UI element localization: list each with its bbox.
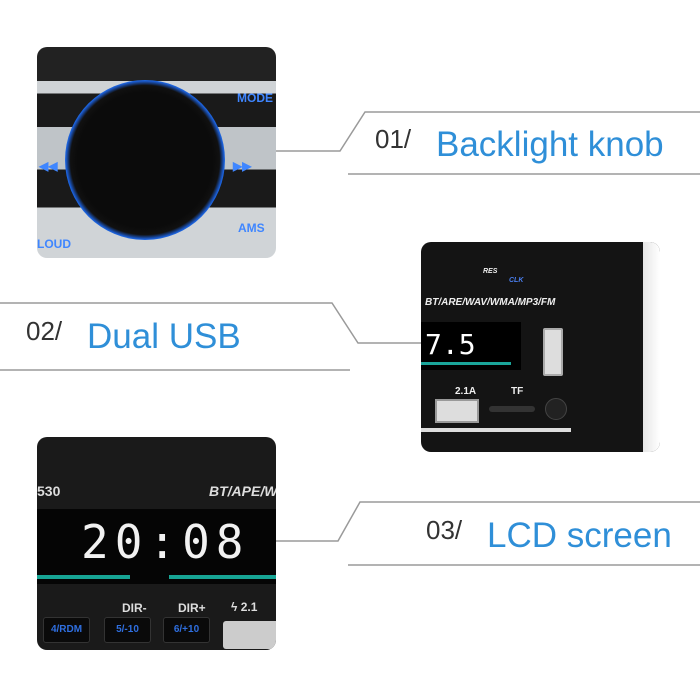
usb-port-horizontal[interactable] <box>435 399 479 423</box>
button-5-minus10[interactable]: 5/-10 <box>104 617 151 643</box>
mode-label: MODE <box>237 91 273 105</box>
display-value: 7.5 <box>425 328 476 361</box>
formats-label: BT/ARE/WAV/WMA/MP3/FM <box>425 297 556 308</box>
backlight-knob-photo: MODE AMS LOUD ◀◀ ▶▶ <box>37 47 276 258</box>
res-label: RES <box>483 268 498 275</box>
callout-line-01 <box>276 111 700 152</box>
feature-number-01: 01/ <box>375 124 412 154</box>
lcd-display: 20:08 <box>37 509 276 584</box>
prev-icon: ◀◀ <box>39 159 58 173</box>
feature-label-lcd-screen: LCD screen <box>487 516 672 555</box>
lcd-bar-left <box>37 575 130 579</box>
feature-label-dual-usb: Dual USB <box>87 317 241 356</box>
formats-label: BT/APE/W <box>209 483 276 499</box>
display: 7.5 <box>421 322 521 370</box>
tf-label: TF <box>511 386 524 397</box>
feature-number-03: 03/ <box>426 515 463 545</box>
usb-current-value: 2.1 <box>240 600 258 614</box>
usb-port-vertical[interactable] <box>543 328 563 376</box>
button-6-plus10[interactable]: 6/+10 <box>163 617 210 643</box>
side-bracket <box>643 242 660 452</box>
dir-plus-label: DIR+ <box>178 601 206 615</box>
loud-label: LOUD <box>37 237 71 251</box>
dir-minus-label: DIR- <box>122 601 147 615</box>
display-bar <box>421 362 511 365</box>
lightning-icon: ϟ <box>231 600 238 614</box>
next-icon: ▶▶ <box>233 159 252 173</box>
lcd-screen-photo: 530 BT/APE/W 20:08 DIR- DIR+ 4/RDM 5/-10… <box>37 437 276 650</box>
usb-current-label: ϟ 2.1 <box>231 600 257 614</box>
trim <box>421 428 571 432</box>
lcd-bar-right <box>169 575 276 579</box>
clk-label: CLK <box>509 277 524 284</box>
callout-line-03 <box>276 501 700 542</box>
ams-label: AMS <box>238 221 265 235</box>
callout-line-02 <box>0 302 421 344</box>
usb-current-label: 2.1A <box>455 386 477 397</box>
usb-port[interactable] <box>223 621 276 649</box>
aux-jack[interactable] <box>545 398 567 420</box>
feature-label-backlight-knob: Backlight knob <box>436 125 664 164</box>
clock-value: 20:08 <box>81 515 250 569</box>
button-4-rdm[interactable]: 4/RDM <box>43 617 90 643</box>
model-label: 530 <box>37 483 61 499</box>
feature-number-02: 02/ <box>26 316 63 346</box>
tf-slot[interactable] <box>489 406 535 412</box>
dual-usb-photo: RES CLK BT/ARE/WAV/WMA/MP3/FM 7.5 2.1A T… <box>421 242 660 452</box>
knob <box>65 80 225 240</box>
